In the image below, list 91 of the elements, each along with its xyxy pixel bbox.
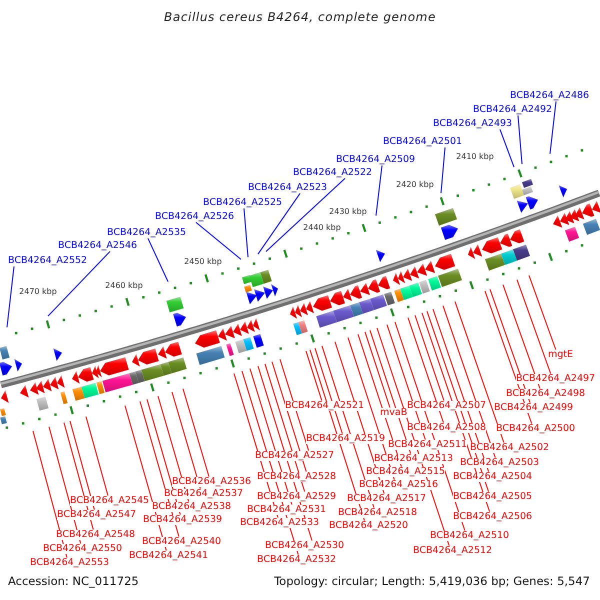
leader-line <box>172 392 201 489</box>
gene-label: BCB4264_A2541 <box>129 550 208 562</box>
leader-line <box>280 358 310 451</box>
gene-label: BCB4264_A2502 <box>470 442 550 454</box>
leader-line <box>70 420 95 510</box>
leader-line <box>414 314 444 401</box>
leader-line <box>440 146 446 194</box>
gene-label: BCB4264_A2553 <box>30 558 110 568</box>
leader-line <box>266 178 346 252</box>
gene-label: BCB4264_A2518 <box>338 508 418 518</box>
gene-label: BCB4264_A2546 <box>58 240 138 252</box>
gene-label: BCB4264_A2533 <box>240 518 320 528</box>
gene-label: BCB4264_A2545 <box>70 496 150 506</box>
scale-label: 2470 kbp <box>19 287 57 297</box>
gene-label: BCB4264_A2519 <box>306 434 386 444</box>
gene-label: mvaB <box>380 408 408 418</box>
gene-label: BCB4264_A2506 <box>453 512 532 522</box>
leader-line <box>272 361 307 472</box>
leader-line <box>86 416 108 496</box>
gene-label: BCB4264_A2508 <box>407 422 486 434</box>
gene-label: BCB4264_A2507 <box>407 400 486 412</box>
gene-label: BCB4264_A2493 <box>433 118 512 130</box>
gene-label: BCB4264_A2510 <box>430 530 510 542</box>
gene-label: BCB4264_A2516 <box>359 480 438 490</box>
accession-text: Accession: NC_011725 <box>8 575 139 588</box>
gene-label: BCB4264_A2486 <box>510 90 590 102</box>
gene-label: BCB4264_A2529 <box>257 492 336 502</box>
scale-label: 2440 kbp <box>303 223 341 233</box>
leader-line <box>244 208 248 258</box>
gene-label: BCB4264_A2526 <box>155 212 234 222</box>
gene-label: BCB4264_A2527 <box>255 450 334 462</box>
leader-line <box>518 114 522 165</box>
gene-label: BCB4264_A2504 <box>453 472 532 482</box>
gene-label: BCB4264_A2497 <box>516 374 596 384</box>
leader-line <box>48 250 110 317</box>
leader-line <box>196 222 242 260</box>
gene-label: BCB4264_A2530 <box>265 540 344 552</box>
gene-label: BCB4264_A2532 <box>257 554 336 566</box>
leader-line <box>376 164 382 216</box>
gene-label: BCB4264_A2503 <box>460 458 540 468</box>
gene-label: mgtE <box>548 350 574 360</box>
gene-label: BCB4264_A2517 <box>347 494 426 504</box>
scale-label: 2460 kbp <box>105 281 143 291</box>
gene-label: BCB4264_A2536 <box>172 476 252 488</box>
leader-line <box>182 388 210 477</box>
gene-label: BCB4264_A2511 <box>388 440 468 450</box>
gene-label: BCB4264_A2537 <box>164 488 244 500</box>
leader-line <box>454 301 504 443</box>
gene-label: BCB4264_A2512 <box>413 546 492 556</box>
scale-label: 2420 kbp <box>396 180 434 190</box>
gene-label: BCB4264_A2509 <box>336 154 416 166</box>
gene-label: BCB4264_A2538 <box>152 502 232 512</box>
gene-label: BCB4264_A2548 <box>56 530 136 540</box>
gene-label: BCB4264_A2500 <box>496 424 576 434</box>
leader-line <box>364 331 390 408</box>
leader-line <box>306 350 322 401</box>
scale-label: 2430 kbp <box>329 207 367 217</box>
scale-label: 2410 kbp <box>456 152 494 162</box>
leader-line <box>502 284 540 389</box>
gene-label: BCB4264_A2550 <box>43 544 122 554</box>
gene-label: BCB4264_A2520 <box>329 520 408 532</box>
gene-label: BCB4264_A2552 <box>8 256 88 266</box>
gene-label: BCB4264_A2539 <box>143 514 222 526</box>
gene-label: BCB4264_A2499 <box>494 402 574 414</box>
scale-label: 2450 kbp <box>184 257 222 267</box>
gene-label: BCB4264_A2498 <box>506 388 586 400</box>
leader-line <box>500 128 514 168</box>
gene-label: BCB4264_A2523 <box>248 182 328 194</box>
leader-line <box>258 192 300 255</box>
leader-line <box>516 279 552 374</box>
gene-label: BCB4264_A2521 <box>285 400 364 412</box>
gene-label: BCB4264_A2513 <box>374 454 454 464</box>
gene-label: BCB4264_A2547 <box>57 510 136 520</box>
leader-line <box>408 317 444 423</box>
gene-label: BCB4264_A2501 <box>383 136 462 148</box>
genome-summary-text: Topology: circular; Length: 5,419,036 bp; Genes: 5,547 <box>274 575 590 588</box>
gene-label: BCB4264_A2540 <box>142 536 222 548</box>
title: Bacillus cereus B4264, complete genome <box>164 11 436 25</box>
gene-label: BCB4264_A2528 <box>257 472 336 482</box>
leader-line <box>528 274 556 350</box>
leader-line <box>148 238 168 282</box>
gene-label: BCB4264_A2535 <box>107 228 186 238</box>
gene-label: BCB4264_A2505 <box>453 492 532 502</box>
gene-label: BCB4264_A2492 <box>473 104 552 116</box>
leader-line <box>6 266 14 328</box>
gene-label: BCB4264_A2522 <box>293 168 372 178</box>
leader-line <box>314 348 343 434</box>
gene-label: BCB4264_A2531 <box>247 504 326 516</box>
leader-line <box>550 100 556 154</box>
gene-label: BCB4264_A2515 <box>366 466 446 478</box>
gene-label: BCB4264_A2525 <box>203 198 282 208</box>
